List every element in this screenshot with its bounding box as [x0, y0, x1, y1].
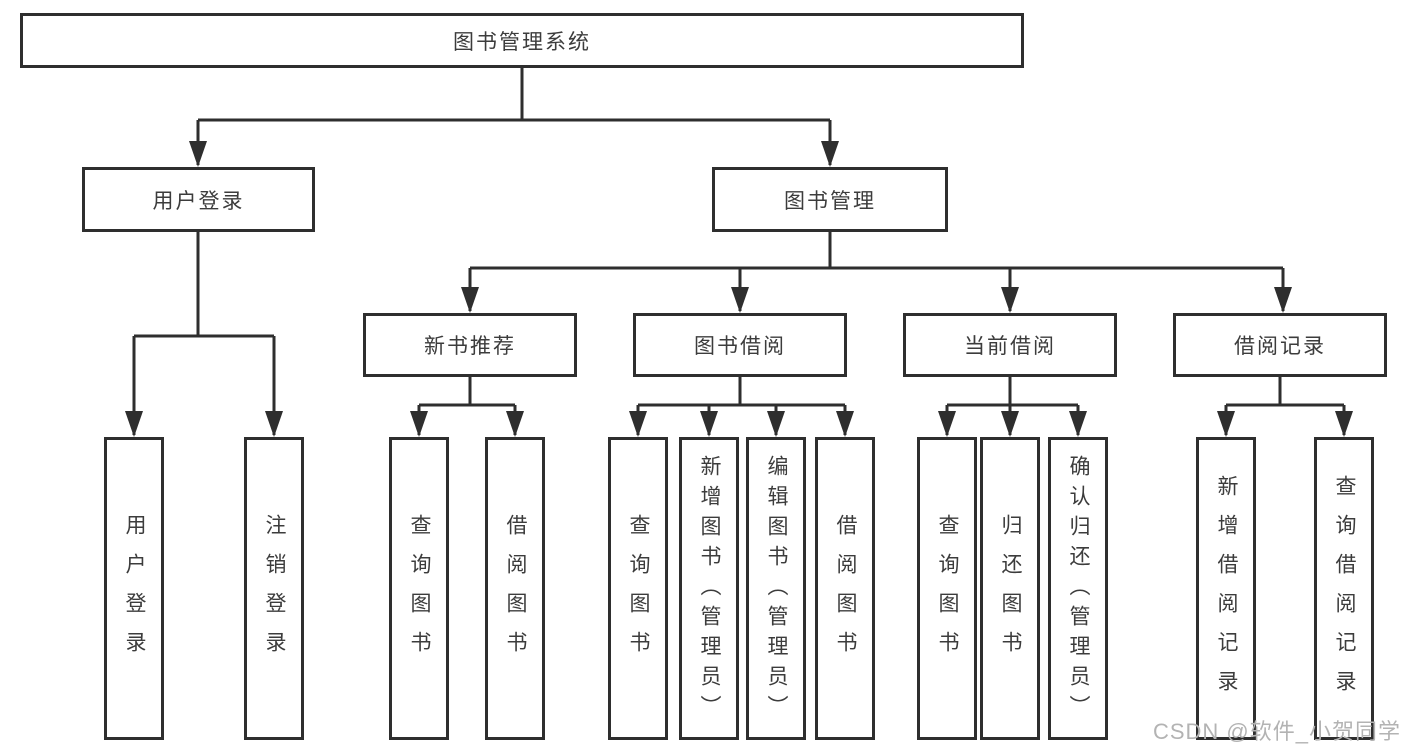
node-book-management: 图书管理	[712, 167, 948, 232]
leaf-query-borrow-record: 查询借阅记录	[1314, 437, 1374, 740]
leaf-logout: 注销登录	[244, 437, 304, 740]
leaf-add-book-admin: 新增图书（管理员）	[679, 437, 739, 740]
node-current-borrow: 当前借阅	[903, 313, 1117, 377]
node-user-login: 用户登录	[82, 167, 315, 232]
leaf-recommend-query-books: 查询图书	[389, 437, 449, 740]
node-root-title: 图书管理系统	[20, 13, 1024, 68]
leaf-borrow-query-books: 查询图书	[608, 437, 668, 740]
leaf-user-login: 用户登录	[104, 437, 164, 740]
node-book-borrow: 图书借阅	[633, 313, 847, 377]
leaf-add-borrow-record: 新增借阅记录	[1196, 437, 1256, 740]
node-new-book-recommend: 新书推荐	[363, 313, 577, 377]
leaf-return-book: 归还图书	[980, 437, 1040, 740]
csdn-watermark: CSDN @软件_小贺同学	[1152, 719, 1401, 744]
leaf-current-query-books: 查询图书	[917, 437, 977, 740]
connector-segments	[134, 68, 1344, 407]
leaf-borrow-borrow-books: 借阅图书	[815, 437, 875, 740]
leaf-recommend-borrow-books: 借阅图书	[485, 437, 545, 740]
leaf-confirm-return-admin: 确认归还（管理员）	[1048, 437, 1108, 740]
node-borrow-records: 借阅记录	[1173, 313, 1387, 377]
leaf-edit-book-admin: 编辑图书（管理员）	[746, 437, 806, 740]
